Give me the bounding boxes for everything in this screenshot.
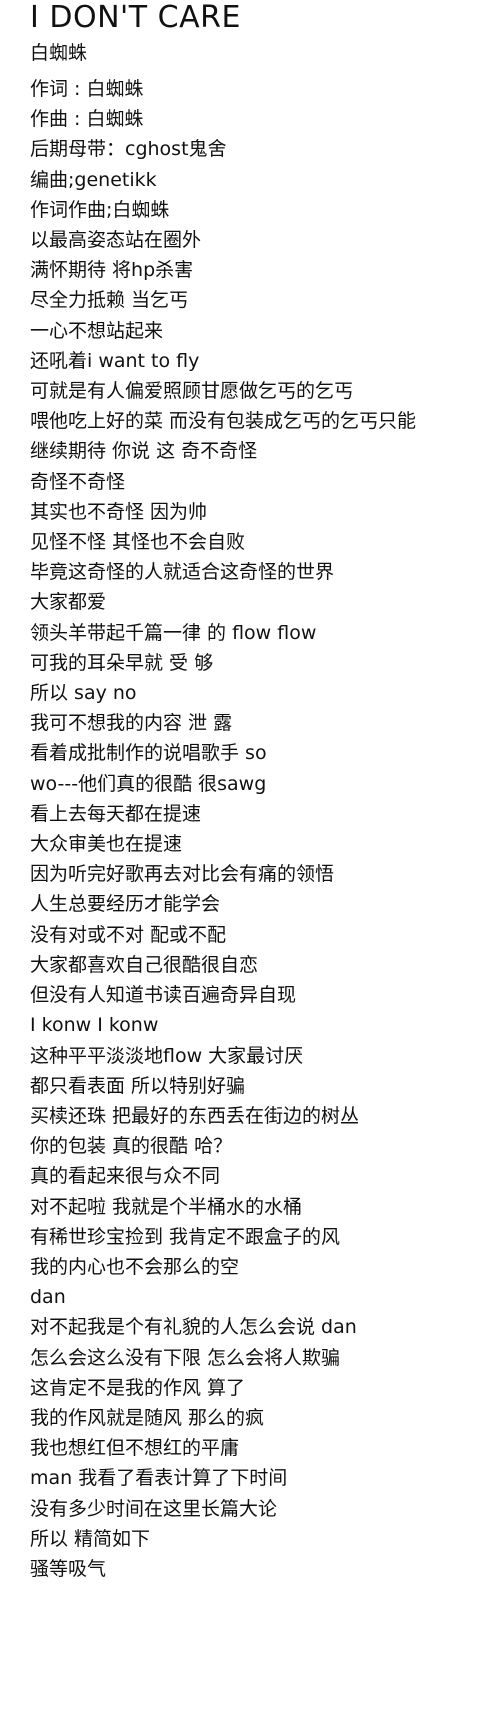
lyric-line: 作词 : 白蜘蛛	[30, 78, 144, 100]
lyric-line: 大众审美也在提速	[30, 833, 183, 856]
lyric-line: 编曲;genetikk	[30, 168, 157, 191]
lyric-line: 你的包装 真的很酷 哈？	[30, 1135, 233, 1158]
lyric-line: 对不起我是个有礼貌的人怎么会说 dan	[30, 1316, 357, 1339]
lyric-line: 没有对或不对 配或不配	[30, 923, 227, 946]
lyric-line: 可我的耳朵早就 受 够	[30, 651, 214, 674]
lyric-line: 尽全力抵赖 当乞丐	[30, 289, 189, 312]
lyric-line: 毕竟这奇怪的人就适合这奇怪的世界	[30, 561, 335, 584]
lyric-line: 买椟还珠 把最好的东西丢在街边的树丛	[30, 1104, 360, 1127]
lyric-line: 领头羊带起千篇一律 的 flow flow	[30, 621, 317, 644]
lyric-line: 可就是有人偏爱照顾甘愿做乞丐的乞丐	[30, 380, 354, 403]
lyric-line: 喂他吃上好的菜 而没有包装成乞丐的乞丐只能	[30, 410, 417, 433]
lyric-line: 但没有人知道书读百遍奇异自现	[30, 984, 297, 1007]
lyric-line: 见怪不怪 其怪也不会自败	[30, 531, 246, 554]
lyric-line: 都只看表面 所以特别好骗	[30, 1074, 246, 1097]
lyric-line: wo---他们真的很酷 很sawg	[30, 772, 267, 795]
lyrics-list: 作词 : 白蜘蛛 作曲 : 白蜘蛛后期母带：cghost鬼舍编曲;genetik…	[30, 74, 500, 1584]
lyric-line: 这肯定不是我的作风 算了	[30, 1376, 246, 1399]
lyric-line: 后期母带：cghost鬼舍	[30, 138, 227, 161]
lyric-line: 怎么会这么没有下限 怎么会将人欺骗	[30, 1346, 341, 1369]
lyric-line: 对不起啦 我就是个半桶水的水桶	[30, 1195, 303, 1218]
lyric-line: 其实也不奇怪 因为帅	[30, 500, 208, 523]
lyric-line: 大家都喜欢自己很酷很自恋	[30, 953, 259, 976]
lyric-line: 所以 say no	[30, 682, 137, 705]
lyric-line: 奇怪不奇怪	[30, 470, 126, 493]
lyric-line: dan	[30, 1286, 66, 1309]
lyric-line: 人生总要经历才能学会	[30, 893, 221, 916]
lyrics-page: I DON'T CARE 白蜘蛛 作词 : 白蜘蛛 作曲 : 白蜘蛛后期母带：c…	[30, 0, 500, 1584]
lyric-line: 作曲 : 白蜘蛛	[30, 108, 144, 131]
lyric-line: 以最高姿态站在圈外	[30, 229, 202, 252]
lyric-line: 因为听完好歌再去对比会有痛的领悟	[30, 863, 335, 886]
lyric-line: 我也想红但不想红的平庸	[30, 1437, 240, 1460]
lyric-line: 大家都爱	[30, 591, 107, 614]
lyric-line: 真的看起来很与众不同	[30, 1165, 221, 1188]
lyric-line: 我的作风就是随风 那么的疯	[30, 1406, 265, 1429]
artist-name: 白蜘蛛	[30, 42, 88, 64]
lyric-line: 看着成批制作的说唱歌手 so	[30, 742, 267, 765]
lyric-line: 没有多少时间在这里长篇大论	[30, 1497, 278, 1520]
lyric-line: 满怀期待 将hp杀害	[30, 259, 194, 282]
lyric-line: 所以 精简如下	[30, 1527, 151, 1550]
lyric-line: 看上去每天都在提速	[30, 802, 202, 825]
lyric-line: 作词作曲;白蜘蛛	[30, 198, 170, 221]
lyric-line: 继续期待 你说 这 奇不奇怪	[30, 440, 258, 463]
lyric-line: 有稀世珍宝捡到 我肯定不跟盒子的风	[30, 1225, 341, 1248]
lyric-line: 我可不想我的内容 泄 露	[30, 712, 233, 735]
lyric-line: 还吼着i want to fly	[30, 349, 200, 372]
lyric-line: 一心不想站起来	[30, 319, 164, 342]
lyric-line: I konw I konw	[30, 1014, 159, 1037]
lyric-line: 这种平平淡淡地flow 大家最讨厌	[30, 1044, 304, 1067]
lyric-line: 骚等吸气	[30, 1557, 107, 1580]
lyric-line: man 我看了看表计算了下时间	[30, 1467, 288, 1490]
lyric-line: 我的内心也不会那么的空	[30, 1255, 240, 1278]
song-title: I DON'T CARE	[30, 0, 241, 35]
